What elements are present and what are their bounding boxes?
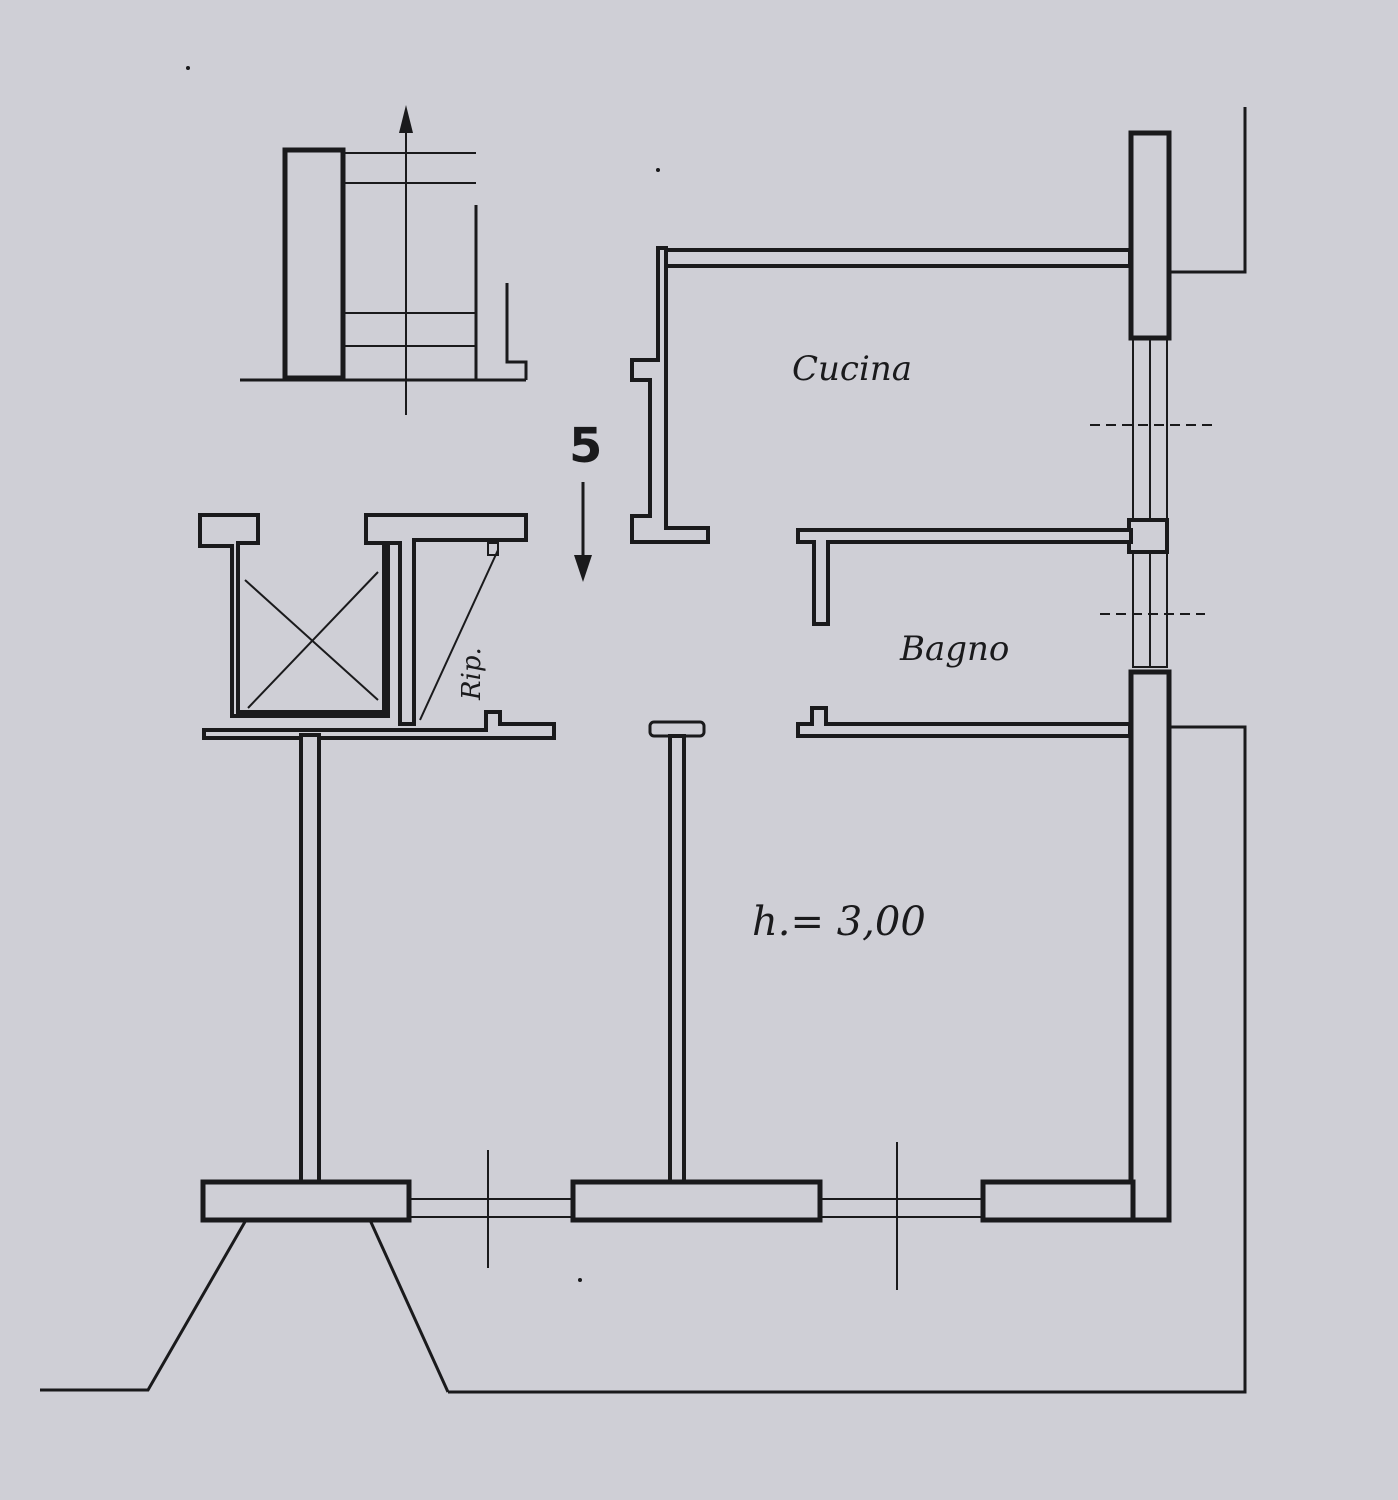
kitchen-label: Cucina [792, 349, 912, 389]
bathroom-label: Bagno [899, 629, 1009, 669]
shaft-cross [244, 579, 379, 701]
stair-wall [282, 147, 346, 381]
kitchen-walls [630, 246, 1132, 544]
ceiling-height-label: h.= 3,00 [752, 899, 926, 945]
property-boundary-top [1169, 107, 1247, 274]
staircase [240, 105, 528, 415]
entrance-arrow-icon [574, 482, 592, 582]
balcony-right [368, 1219, 450, 1393]
entrance-number: 5 [569, 418, 602, 474]
balcony-left [40, 1219, 248, 1392]
storage-door-swing [419, 549, 499, 721]
right-exterior-wall [1128, 669, 1172, 1223]
arrow-up-icon [399, 105, 413, 133]
right-windows [1090, 337, 1213, 668]
storage-label: Rip. [457, 647, 487, 701]
left-wall [299, 733, 321, 1189]
exterior-pillar-top [1128, 130, 1172, 341]
bottom-exterior-wall [200, 1142, 1136, 1290]
property-boundary-right [448, 725, 1247, 1394]
bathroom-walls [796, 528, 1133, 738]
